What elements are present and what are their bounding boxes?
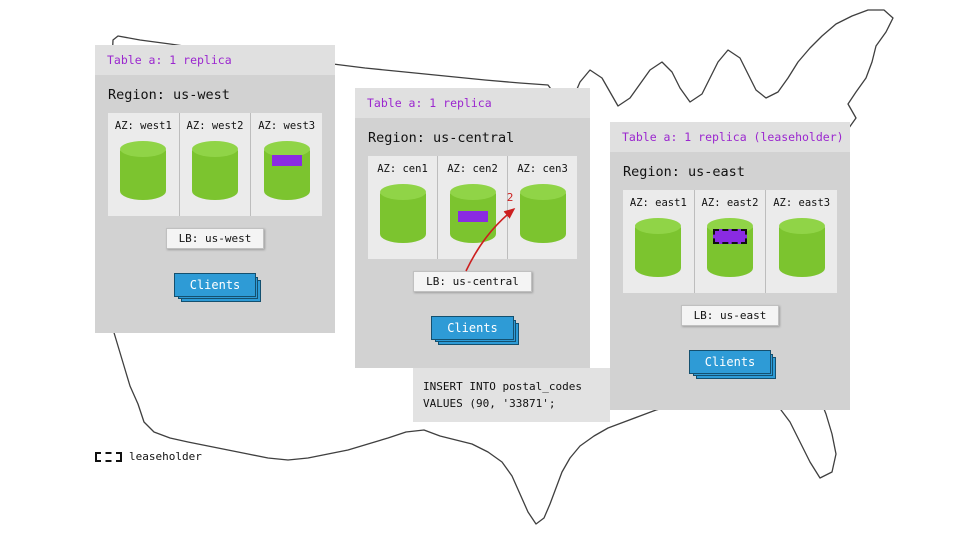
replica-marker	[271, 155, 302, 166]
az-label: AZ: cen3	[517, 163, 568, 175]
az-label: AZ: east1	[629, 197, 687, 209]
az-box: AZ: cen1 AZ: cen2 AZ: cen3	[368, 156, 577, 259]
load-balancer-box: LB: us-west	[165, 228, 265, 249]
az-box: AZ: west1 AZ: west2 AZ: west3	[108, 113, 322, 216]
clients-wrap: Clients	[610, 350, 850, 379]
replica-marker	[457, 211, 488, 222]
clients-wrap: Clients	[95, 273, 335, 302]
az-label: AZ: cen1	[377, 163, 428, 175]
load-balancer-box: LB: us-east	[680, 305, 780, 326]
az-column: AZ: east1	[623, 190, 694, 293]
database-cylinder	[192, 141, 238, 200]
az-label: AZ: east2	[701, 197, 759, 209]
az-label: AZ: west3	[258, 120, 316, 132]
database-cylinder	[449, 184, 496, 243]
az-column: AZ: cen3	[507, 156, 577, 259]
database-cylinder	[519, 184, 566, 243]
az-label: AZ: east3	[773, 197, 831, 209]
az-column: AZ: west3	[250, 113, 322, 216]
clients-button[interactable]: Clients	[173, 273, 261, 302]
database-cylinder	[778, 218, 825, 277]
database-cylinder	[707, 218, 753, 277]
database-cylinder	[379, 184, 426, 243]
az-label: AZ: cen2	[447, 163, 498, 175]
region-panel-us-east: Table a: 1 replica (leaseholder) Region:…	[610, 122, 850, 410]
database-cylinder	[120, 141, 167, 200]
table-label: Table a: 1 replica	[355, 88, 590, 118]
az-column: AZ: west2	[178, 113, 251, 216]
leaseholder-legend-swatch	[95, 451, 122, 462]
clients-button[interactable]: Clients	[688, 350, 776, 379]
region-title: Region: us-west	[108, 87, 230, 103]
legend: leaseholder	[95, 450, 202, 463]
az-label: AZ: west2	[186, 120, 244, 132]
legend-label: leaseholder	[129, 450, 202, 463]
clients-wrap: Clients	[355, 316, 590, 345]
database-cylinder	[635, 218, 682, 277]
sql-insert-note: INSERT INTO postal_codes VALUES (90, '33…	[413, 368, 610, 423]
load-balancer-box: LB: us-central	[413, 271, 532, 292]
az-column: AZ: east3	[765, 190, 837, 293]
az-column: AZ: cen2	[437, 156, 507, 259]
sql-line-2: VALUES (90, '33871';	[423, 397, 556, 411]
region-panel-us-central: Table a: 1 replica Region: us-central AZ…	[355, 88, 590, 368]
sql-line-1: INSERT INTO postal_codes	[423, 380, 582, 393]
az-column: AZ: west1	[108, 113, 179, 216]
clients-button[interactable]: Clients	[431, 316, 519, 345]
region-title: Region: us-east	[623, 164, 745, 180]
az-label: AZ: west1	[114, 120, 172, 132]
leaseholder-marker	[713, 229, 747, 244]
region-title: Region: us-central	[368, 130, 515, 146]
table-label: Table a: 1 replica	[95, 45, 335, 75]
table-label: Table a: 1 replica (leaseholder)	[610, 122, 850, 152]
az-column: AZ: east2	[693, 190, 766, 293]
az-column: AZ: cen1	[368, 156, 437, 259]
database-cylinder	[263, 141, 310, 200]
region-panel-us-west: Table a: 1 replica Region: us-west AZ: w…	[95, 45, 335, 333]
az-box: AZ: east1 AZ: east2 AZ: east3	[623, 190, 837, 293]
